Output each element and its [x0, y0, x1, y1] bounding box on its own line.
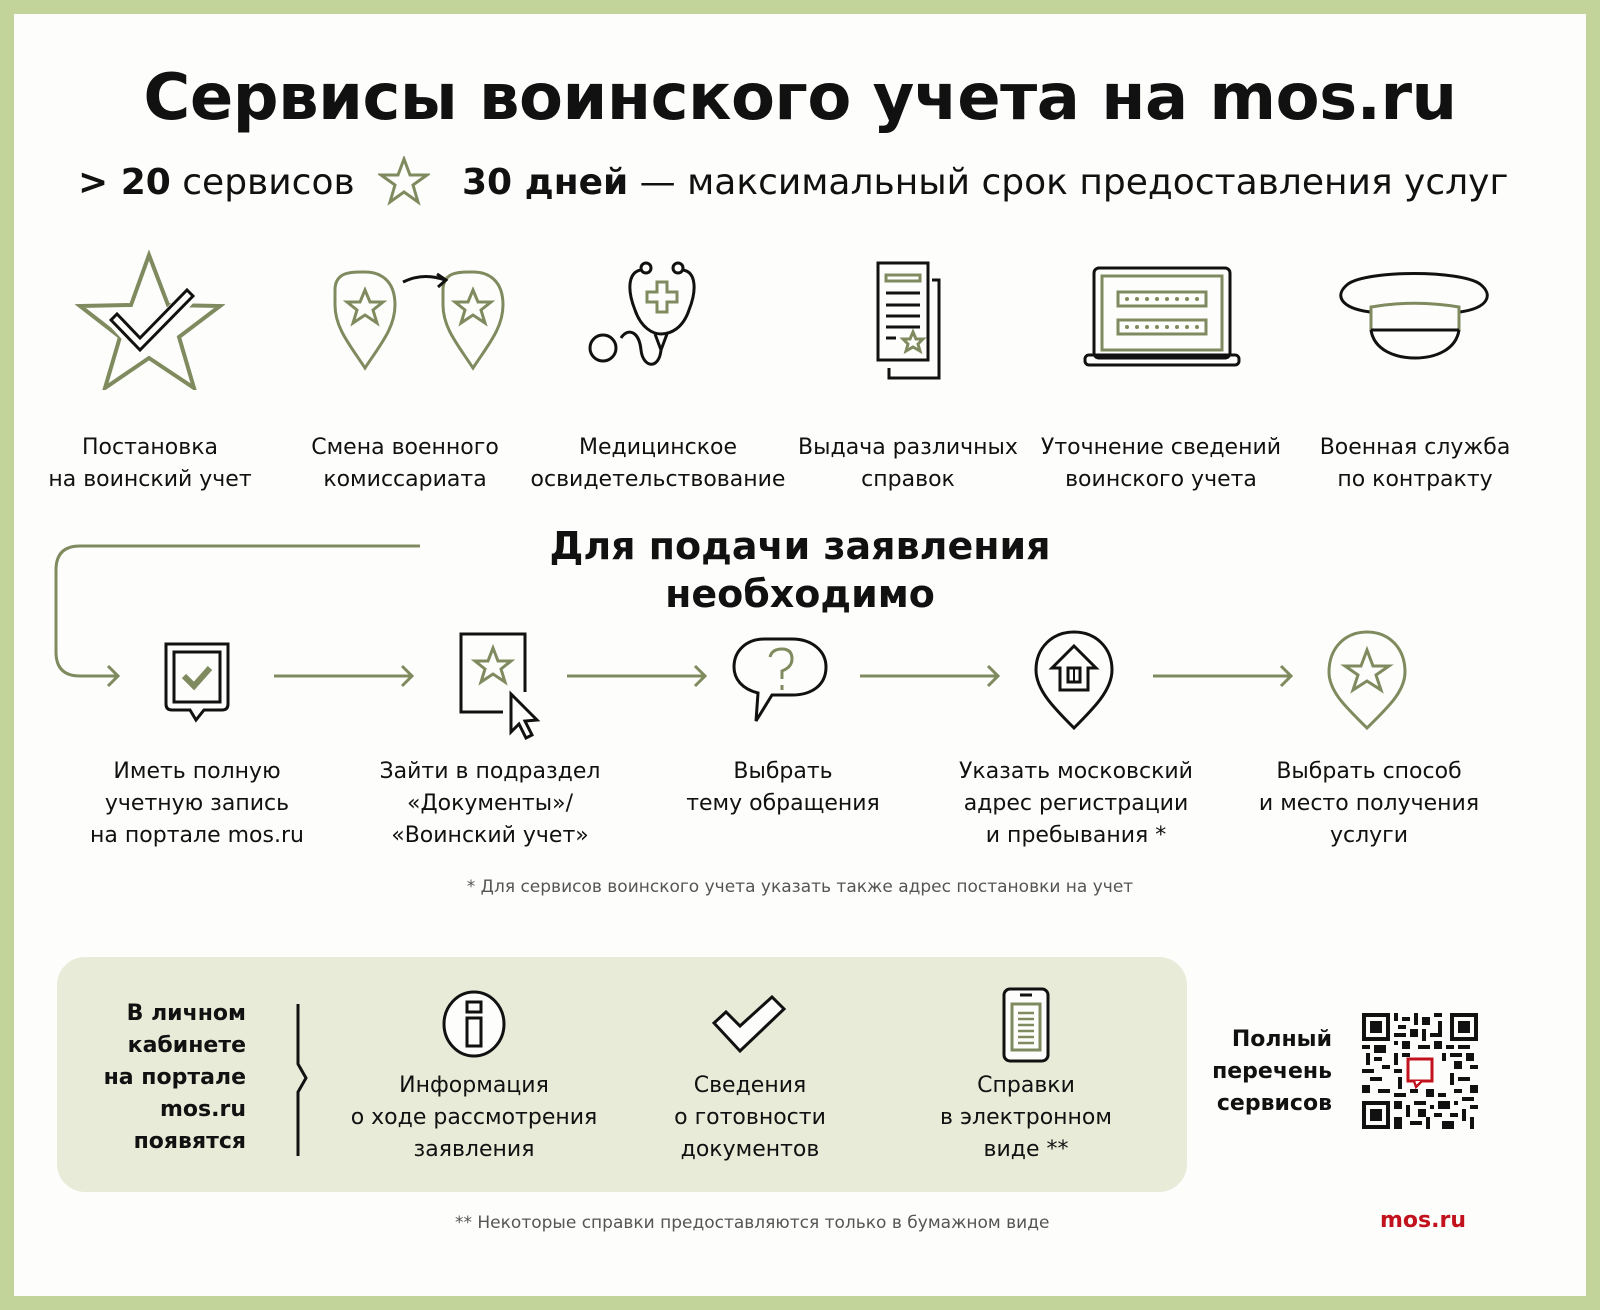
step-5-delivery-method: Выбрать способ и место получения услуги [1258, 759, 1480, 848]
services-count: > 20 сервисов [78, 160, 355, 206]
qr-code-icon[interactable] [1362, 1013, 1478, 1129]
document-cursor-icon [459, 632, 541, 741]
account-check-icon [164, 642, 230, 723]
mos-ru-logo[interactable]: mos.ru [1380, 1208, 1467, 1233]
page-title: Сервисы воинского учета на mos.ru [143, 61, 1457, 135]
feature-documents-readiness: Сведения о готовности документов [674, 1073, 826, 1162]
stethoscope-icon [588, 261, 696, 366]
star-outline-icon [378, 156, 430, 206]
personal-cabinet-box [57, 957, 1187, 1192]
paper-only-footnote: ** Некоторые справки предоставляются тол… [455, 1213, 1050, 1233]
brace-divider [296, 1004, 308, 1156]
arrow-right-icon [1153, 664, 1294, 688]
flow-connector-line [54, 544, 420, 688]
service-term-desc: — максимальный срок предоставления услуг [639, 162, 1509, 203]
step-1-account: Иметь полную учетную запись на портале m… [90, 759, 304, 848]
service-term: 30 дней — максимальный срок предоставлен… [462, 160, 1508, 206]
step-4-address: Указать московский адрес регистрации и п… [959, 759, 1193, 848]
star-pin-icon [1327, 630, 1407, 731]
feature-electronic-certificates: Справки в электронном виде ** [940, 1073, 1112, 1162]
cabinet-heading: В личном кабинете на портале mos.ru появ… [103, 1001, 246, 1154]
laptop-form-icon [1083, 266, 1241, 367]
checkmark-icon [711, 995, 787, 1054]
qr-heading: Полный перечень сервисов [1212, 1027, 1332, 1116]
address-footnote: * Для сервисов воинского учета указать т… [466, 877, 1134, 897]
feature-status-info: Информация о ходе рассмотрения заявления [350, 1073, 598, 1162]
arrow-right-icon [860, 664, 1001, 688]
phone-document-icon [1002, 987, 1050, 1063]
arrow-right-icon [567, 664, 708, 688]
star-check-icon [75, 250, 225, 390]
military-cap-icon [1339, 272, 1489, 360]
arrow-right-icon [274, 664, 415, 688]
services-count-label: сервисов [182, 162, 355, 203]
map-pins-transfer-icon [333, 270, 505, 371]
step-2-documents-section: Зайти в подраздел «Документы»/ «Воинский… [379, 759, 601, 848]
service-term-days: 30 дней [462, 162, 629, 203]
certificate-document-icon [876, 261, 941, 380]
home-pin-icon [1034, 630, 1114, 731]
steps-heading: Для подачи заявления необходимо [549, 524, 1051, 616]
question-bubble-icon [732, 637, 828, 722]
services-count-value: > 20 [78, 162, 171, 203]
step-3-topic: Выбрать тему обращения [686, 759, 880, 816]
info-icon [442, 990, 506, 1058]
